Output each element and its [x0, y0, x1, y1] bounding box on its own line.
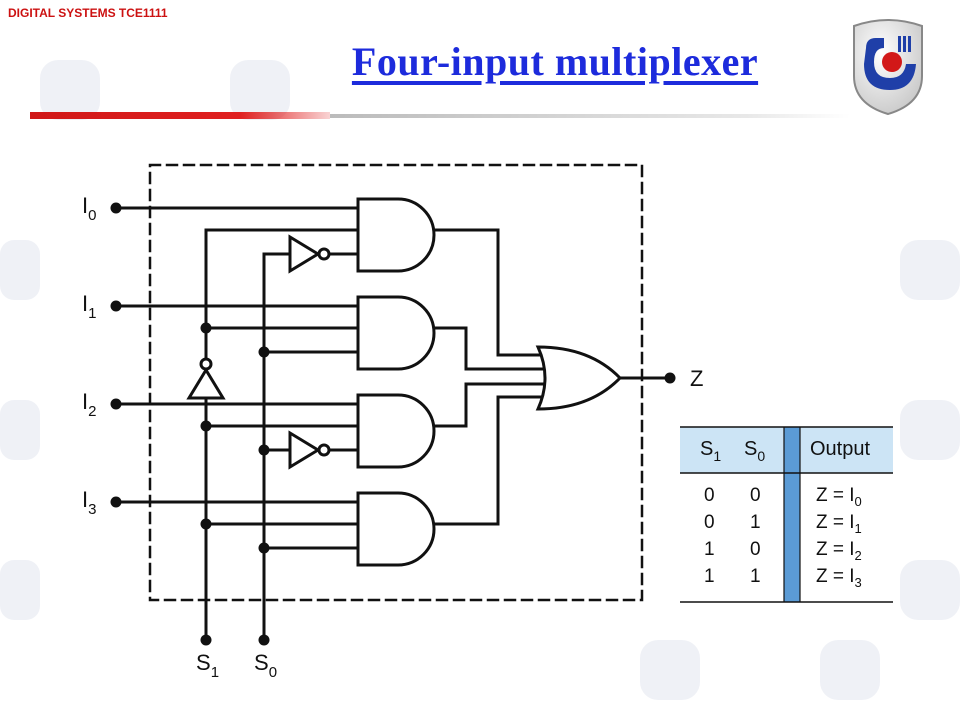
mux-enclosure — [148, 163, 644, 602]
input-label-i0: I0 — [82, 193, 96, 224]
table-row-1-s0: 1 — [750, 512, 761, 533]
table-header-s1: S1 — [700, 438, 721, 464]
input-label-i3: I3 — [82, 487, 96, 518]
table-header-s0: S0 — [744, 438, 765, 464]
table-row-3-s1: 1 — [704, 566, 715, 587]
and-gate-2 — [356, 393, 436, 469]
input-label-i2: I2 — [82, 389, 96, 420]
not-gate-s0-top — [288, 234, 321, 274]
table-header-output: Output — [810, 438, 870, 460]
table-row-2-s1: 1 — [704, 539, 715, 560]
not-gate-s1 — [186, 367, 226, 400]
table-row-1-output: Z = I1 — [816, 512, 862, 536]
input-label-i1: I1 — [82, 291, 96, 322]
table-row-0-s0: 0 — [750, 485, 761, 506]
table-row-3-s0: 1 — [750, 566, 761, 587]
table-row-2-output: Z = I2 — [816, 539, 862, 563]
title-underline-bar — [30, 112, 850, 120]
table-row-3-output: Z = I3 — [816, 566, 862, 590]
truth-table: S1 S0 Output 0 0 Z = I0 0 1 Z = I1 1 0 Z… — [680, 426, 893, 603]
select-label-s1: S1 — [196, 650, 219, 681]
output-label-z: Z — [690, 366, 703, 391]
and-gate-3 — [356, 491, 436, 567]
university-emblem-icon — [853, 19, 923, 116]
not-gate-s0-lower — [288, 430, 321, 470]
table-row-0-output: Z = I0 — [816, 485, 862, 509]
select-label-s0: S0 — [254, 650, 277, 681]
table-row-2-s0: 0 — [750, 539, 761, 560]
and-gate-1 — [356, 295, 436, 371]
table-row-0-s1: 0 — [704, 485, 715, 506]
and-gate-0 — [356, 197, 436, 273]
course-tag: DIGITAL SYSTEMS TCE1111 — [8, 6, 168, 20]
table-row-1-s1: 0 — [704, 512, 715, 533]
slide-title: Four-input multiplexer — [351, 39, 759, 84]
or-gate — [535, 345, 623, 411]
